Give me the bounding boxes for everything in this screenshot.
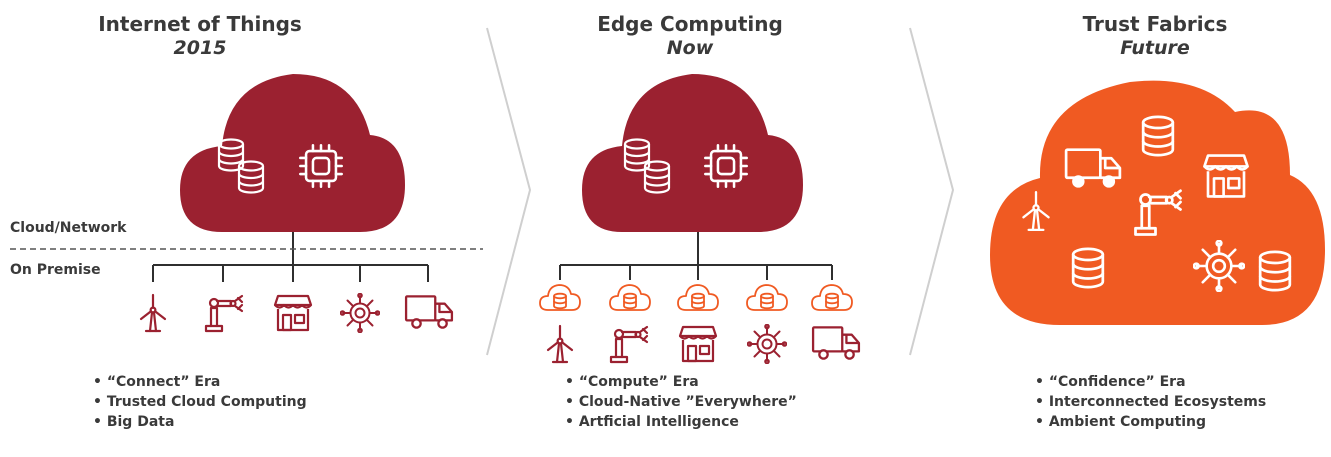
list-item: “Connect” Era xyxy=(93,372,307,392)
iot-title-text: Internet of Things xyxy=(98,12,302,36)
list-item: Artficial Intelligence xyxy=(565,412,797,432)
storefront-icon xyxy=(678,325,718,363)
trust-title-text: Trust Fabrics xyxy=(1082,12,1228,36)
storefront-icon xyxy=(273,294,313,332)
divider-chevron-2 xyxy=(909,27,955,356)
trust-era: Future xyxy=(1120,37,1190,59)
edge-network-lines xyxy=(559,232,833,280)
list-item: Cloud-Native ”Everywhere” xyxy=(565,392,797,412)
divider-chevron-1 xyxy=(486,27,532,356)
list-item: “Confidence” Era xyxy=(1035,372,1266,392)
cloud-database-icon xyxy=(811,284,853,311)
truck-icon xyxy=(811,326,861,360)
list-item: Trusted Cloud Computing xyxy=(93,392,307,412)
cloud-database-icon xyxy=(677,284,719,311)
iot-devices xyxy=(139,293,454,333)
edge-nodes xyxy=(539,284,853,311)
edge-devices xyxy=(546,324,861,364)
on-premise-label: On Premise xyxy=(10,262,101,278)
trust-bullets: “Confidence” Era Interconnected Ecosyste… xyxy=(1035,372,1266,432)
edge-title: Edge Computing Now xyxy=(575,12,805,60)
edge-title-text: Edge Computing xyxy=(597,12,783,36)
cloud-database-icon xyxy=(746,284,788,311)
iot-cloud xyxy=(180,74,405,232)
edge-cloud xyxy=(582,74,803,232)
robot-arm-icon xyxy=(609,325,649,364)
cloud-database-icon xyxy=(609,284,651,311)
iot-era: 2015 xyxy=(173,37,227,59)
wind-turbine-icon xyxy=(139,293,167,333)
list-item: Interconnected Ecosystems xyxy=(1035,392,1266,412)
wind-turbine-icon xyxy=(546,324,574,364)
truck-icon xyxy=(404,295,454,329)
gear-network-icon xyxy=(340,293,380,333)
iot-title: Internet of Things 2015 xyxy=(95,12,305,60)
edge-bullets: “Compute” Era Cloud-Native ”Everywhere” … xyxy=(565,372,797,432)
list-item: “Compute” Era xyxy=(565,372,797,392)
iot-network-lines xyxy=(152,232,429,282)
iot-bullets: “Connect” Era Trusted Cloud Computing Bi… xyxy=(93,372,307,432)
edge-era: Now xyxy=(666,37,714,59)
list-item: Big Data xyxy=(93,412,307,432)
gear-network-icon xyxy=(747,324,787,364)
cloud-database-icon xyxy=(539,284,581,311)
cloud-network-label: Cloud/Network xyxy=(10,220,127,236)
list-item: Ambient Computing xyxy=(1035,412,1266,432)
robot-arm-icon xyxy=(204,294,244,333)
trust-title: Trust Fabrics Future xyxy=(1050,12,1260,60)
